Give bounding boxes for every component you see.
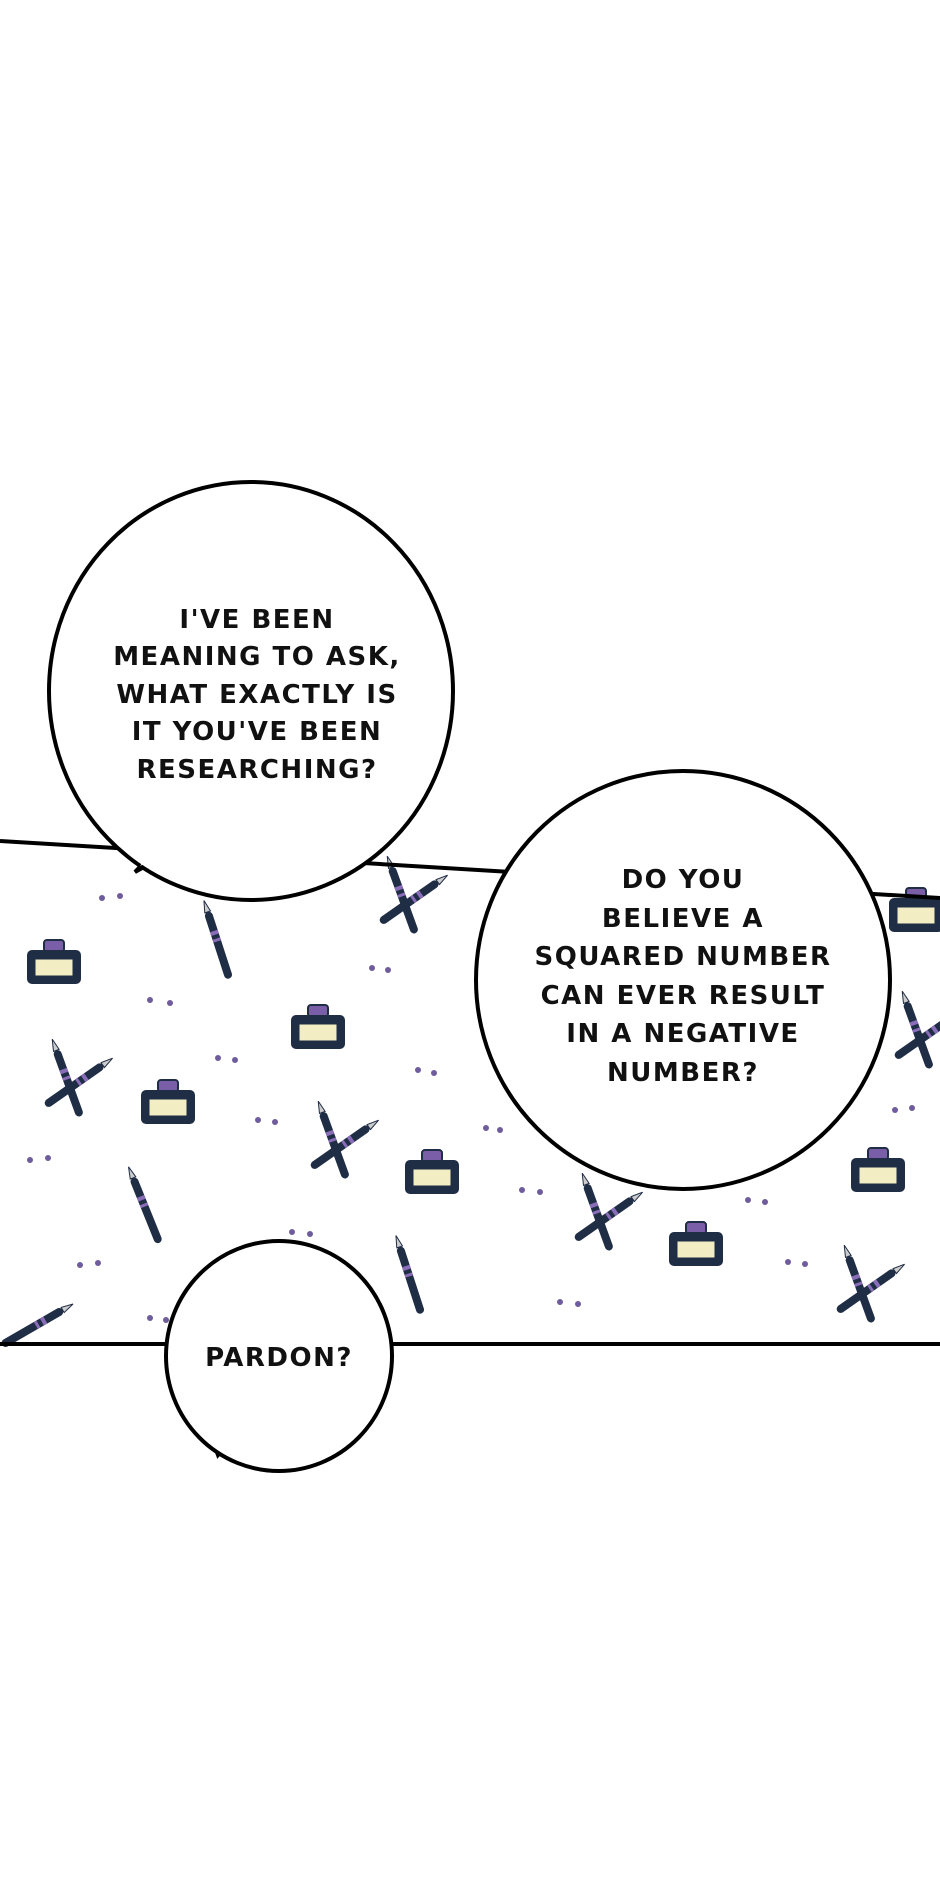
speech-bubble-pardon: PARDON? [164,1239,394,1473]
bubble-text-line: BELIEVE A [602,904,764,934]
bubble-text-line: I'VE BEEN [179,605,334,635]
bubble-text-line: CAN EVER RESULT [541,981,826,1011]
bubble-text-line: RESEARCHING? [136,755,377,785]
bubble-text-line: IT YOU'VE BEEN [132,717,383,747]
stationery-pattern [0,855,940,1349]
speech-bubble-squared-number: DO YOU BELIEVE A SQUARED NUMBER CAN EVER… [474,769,892,1191]
bubble-text-line: MEANING TO ASK, [113,642,401,672]
bubble-text-line: DO YOU [622,865,745,895]
speech-bubble-question: I'VE BEEN MEANING TO ASK, WHAT EXACTLY I… [47,480,455,902]
bubble-text-line: IN A NEGATIVE [566,1019,799,1049]
bubble-text-line: NUMBER? [607,1058,759,1088]
bubble-text-line: PARDON? [205,1343,353,1373]
bubble-text-line: WHAT EXACTLY IS [116,680,397,710]
bubble-text-line: SQUARED NUMBER [534,942,831,972]
